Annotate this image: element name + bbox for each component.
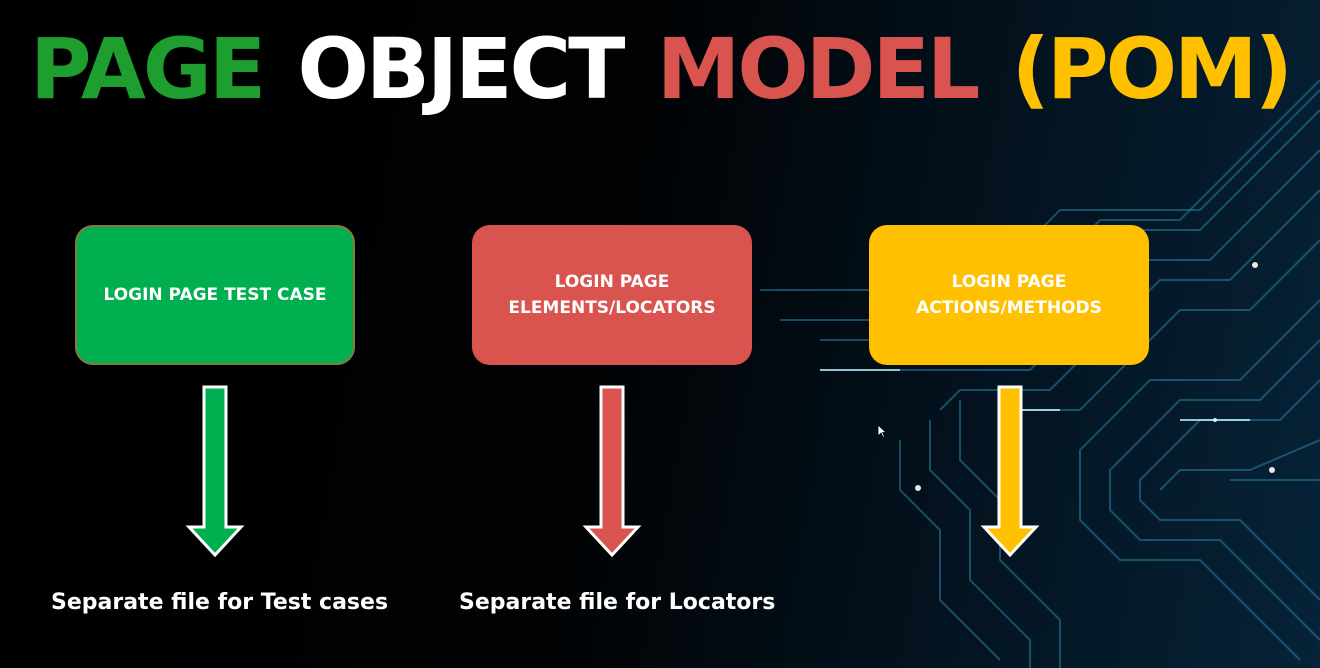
caption-test-cases: Separate file for Test cases	[51, 590, 389, 615]
box-label-test-case: LOGIN PAGE TEST CASE	[103, 285, 327, 305]
login-page-actions-box: LOGIN PAGE ACTIONS/METHODS	[869, 225, 1149, 365]
arrow-down-icon	[185, 385, 245, 557]
title-word-object: OBJECT	[297, 20, 625, 118]
caption-locators: Separate file for Locators	[459, 590, 776, 615]
mouse-cursor-icon	[877, 424, 887, 438]
arrow-down-icon	[582, 385, 642, 557]
page-title: PAGE OBJECT MODEL (POM)	[0, 14, 1320, 124]
login-page-locators-box: LOGIN PAGE ELEMENTS/LOCATORS	[472, 225, 752, 365]
box-label-actions: LOGIN PAGE ACTIONS/METHODS	[916, 272, 1102, 318]
title-word-page: PAGE	[30, 20, 266, 118]
login-page-test-case-box: LOGIN PAGE TEST CASE	[75, 225, 355, 365]
arrow-down-icon	[980, 385, 1040, 557]
title-word-pom: (POM)	[1011, 20, 1293, 118]
box-label-locators: LOGIN PAGE ELEMENTS/LOCATORS	[508, 272, 716, 318]
title-word-model: MODEL	[656, 20, 981, 118]
